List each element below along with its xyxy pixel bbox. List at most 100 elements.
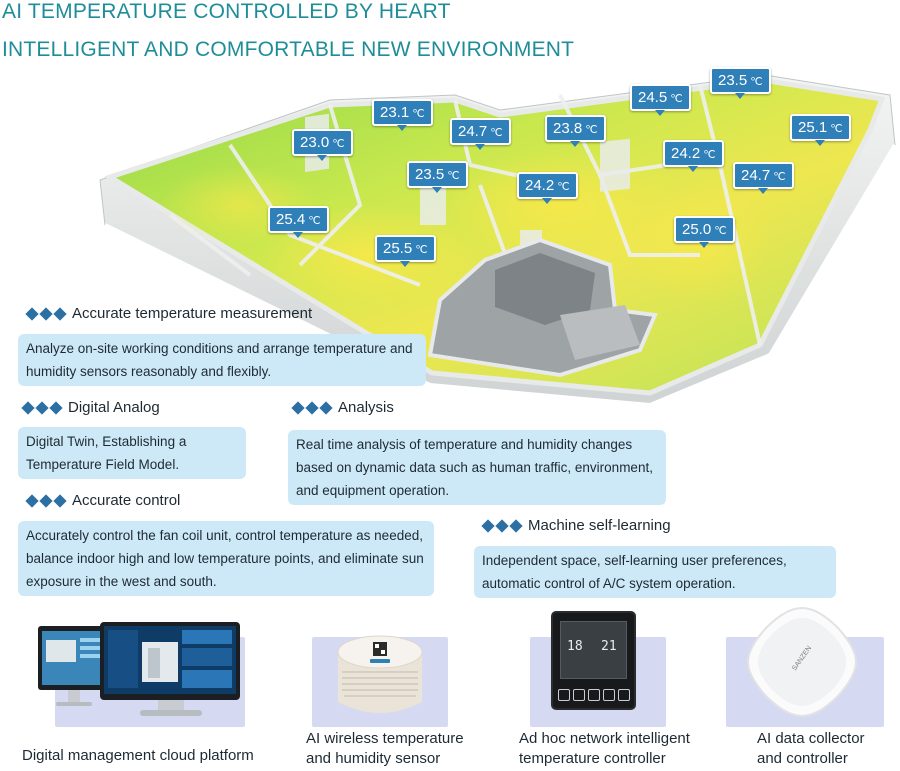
temperature-tag: 23.8℃ bbox=[545, 115, 606, 147]
thermostat-temp: 18 bbox=[567, 639, 583, 654]
temperature-value: 23.0 bbox=[300, 134, 330, 151]
product-label: AI data collector and controller bbox=[757, 729, 865, 769]
temperature-tag: 24.5℃ bbox=[630, 84, 691, 116]
diamond-bullet-icon bbox=[21, 400, 63, 415]
feature-text-line: balance indoor high and low temperature … bbox=[26, 551, 424, 566]
up-button-icon bbox=[603, 689, 615, 701]
temperature-unit: ℃ bbox=[557, 181, 570, 193]
sensor-icon bbox=[337, 635, 423, 713]
monitor-icon bbox=[38, 622, 240, 716]
temperature-unit: ℃ bbox=[308, 215, 321, 227]
product-label-line: Digital management cloud platform bbox=[22, 747, 254, 764]
product-label: Digital management cloud platform bbox=[22, 746, 254, 766]
thermostat-icon: 18 21 bbox=[551, 611, 636, 710]
thermostat-setpoint: 21 bbox=[601, 639, 617, 654]
feature-description: Accurately control the fan coil unit, co… bbox=[18, 521, 434, 596]
temperature-unit: ℃ bbox=[332, 138, 345, 150]
temperature-tag: 25.4℃ bbox=[268, 206, 329, 238]
temperature-unit: ℃ bbox=[750, 76, 763, 88]
temperature-tag: 25.5℃ bbox=[375, 235, 436, 267]
power-button-icon bbox=[558, 689, 570, 701]
temperature-unit: ℃ bbox=[670, 93, 683, 105]
product-label-line: temperature controller bbox=[519, 750, 666, 767]
temperature-unit: ℃ bbox=[412, 108, 425, 120]
floor-plan-illustration bbox=[99, 74, 897, 408]
temperature-value: 25.1 bbox=[798, 119, 828, 136]
temperature-tag: 24.2℃ bbox=[663, 140, 724, 172]
temperature-value: 24.5 bbox=[638, 89, 668, 106]
headline-line-1: AI TEMPERATURE CONTROLLED BY HEART bbox=[2, 0, 451, 23]
diamond-bullet-icon bbox=[481, 518, 523, 533]
temperature-unit: ℃ bbox=[415, 244, 428, 256]
headline-line-2: INTELLIGENT AND COMFORTABLE NEW ENVIRONM… bbox=[2, 38, 575, 61]
temperature-value: 24.2 bbox=[671, 145, 701, 162]
fan-button-icon bbox=[588, 689, 600, 701]
feature-text-line: and equipment operation. bbox=[296, 483, 450, 498]
temperature-value: 24.2 bbox=[525, 177, 555, 194]
feature-text-line: Accurately control the fan coil unit, co… bbox=[26, 528, 423, 543]
feature-heading: Accurate temperature measurement bbox=[25, 305, 313, 322]
temperature-unit: ℃ bbox=[447, 170, 460, 182]
feature-heading: Analysis bbox=[291, 399, 394, 416]
temperature-value: 25.0 bbox=[682, 221, 712, 238]
feature-title: Accurate control bbox=[72, 492, 181, 509]
feature-heading: Machine self-learning bbox=[481, 517, 671, 534]
temperature-value: 23.5 bbox=[415, 166, 445, 183]
feature-title: Accurate temperature measurement bbox=[72, 305, 313, 322]
feature-heading: Accurate control bbox=[25, 492, 181, 509]
feature-title: Digital Analog bbox=[68, 399, 160, 416]
temperature-value: 23.8 bbox=[553, 120, 583, 137]
feature-description: Independent space, self-learning user pr… bbox=[474, 546, 836, 598]
temperature-unit: ℃ bbox=[490, 127, 503, 139]
feature-text-line: humidity sensors reasonably and flexibly… bbox=[26, 364, 272, 379]
feature-description: Real time analysis of temperature and hu… bbox=[288, 430, 666, 505]
feature-title: Analysis bbox=[338, 399, 394, 416]
product-label-line: AI data collector bbox=[757, 730, 865, 747]
down-button-icon bbox=[618, 689, 630, 701]
temperature-unit: ℃ bbox=[714, 225, 727, 237]
feature-text-line: Temperature Field Model. bbox=[26, 457, 180, 472]
feature-description: Digital Twin, Establishing a Temperature… bbox=[18, 427, 246, 479]
product-label-line: Ad hoc network intelligent bbox=[519, 730, 690, 747]
product-label: Ad hoc network intelligent temperature c… bbox=[519, 729, 690, 769]
feature-text-line: Independent space, self-learning user pr… bbox=[482, 553, 787, 568]
product-label-line: and controller bbox=[757, 750, 848, 767]
diamond-bullet-icon bbox=[25, 306, 67, 321]
temperature-tag: 23.0℃ bbox=[292, 129, 353, 161]
diamond-bullet-icon bbox=[25, 493, 67, 508]
temperature-tag: 23.1℃ bbox=[372, 99, 433, 131]
mode-button-icon bbox=[573, 689, 585, 701]
temperature-tag: 24.2℃ bbox=[517, 172, 578, 204]
temperature-value: 25.4 bbox=[276, 211, 306, 228]
temperature-value: 23.1 bbox=[380, 104, 410, 121]
feature-text-line: based on dynamic data such as human traf… bbox=[296, 460, 653, 475]
feature-text-line: Analyze on-site working conditions and a… bbox=[26, 341, 413, 356]
temperature-unit: ℃ bbox=[703, 149, 716, 161]
temperature-unit: ℃ bbox=[773, 171, 786, 183]
collector-icon bbox=[746, 606, 858, 718]
temperature-tag: 25.0℃ bbox=[674, 216, 735, 248]
feature-text-line: exposure in the west and south. bbox=[26, 574, 217, 589]
feature-heading: Digital Analog bbox=[21, 399, 160, 416]
product-label-line: AI wireless temperature bbox=[306, 730, 464, 747]
temperature-tag: 23.5℃ bbox=[407, 161, 468, 193]
thermostat-buttons bbox=[558, 689, 630, 701]
temperature-value: 25.5 bbox=[383, 240, 413, 257]
temperature-value: 24.7 bbox=[741, 167, 771, 184]
temperature-tag: 24.7℃ bbox=[450, 118, 511, 150]
feature-title: Machine self-learning bbox=[528, 517, 671, 534]
temperature-value: 23.5 bbox=[718, 72, 748, 89]
temperature-value: 24.7 bbox=[458, 123, 488, 140]
temperature-tag: 25.1℃ bbox=[790, 114, 851, 146]
feature-text-line: Real time analysis of temperature and hu… bbox=[296, 437, 633, 452]
product-label: AI wireless temperature and humidity sen… bbox=[306, 729, 464, 769]
temperature-tag: 23.5℃ bbox=[710, 67, 771, 99]
temperature-unit: ℃ bbox=[830, 123, 843, 135]
feature-description: Analyze on-site working conditions and a… bbox=[18, 334, 426, 386]
temperature-tag: 24.7℃ bbox=[733, 162, 794, 194]
diamond-bullet-icon bbox=[291, 400, 333, 415]
feature-text-line: automatic control of A/C system operatio… bbox=[482, 576, 736, 591]
temperature-unit: ℃ bbox=[585, 124, 598, 136]
feature-text-line: Digital Twin, Establishing a bbox=[26, 434, 187, 449]
product-label-line: and humidity sensor bbox=[306, 750, 441, 767]
